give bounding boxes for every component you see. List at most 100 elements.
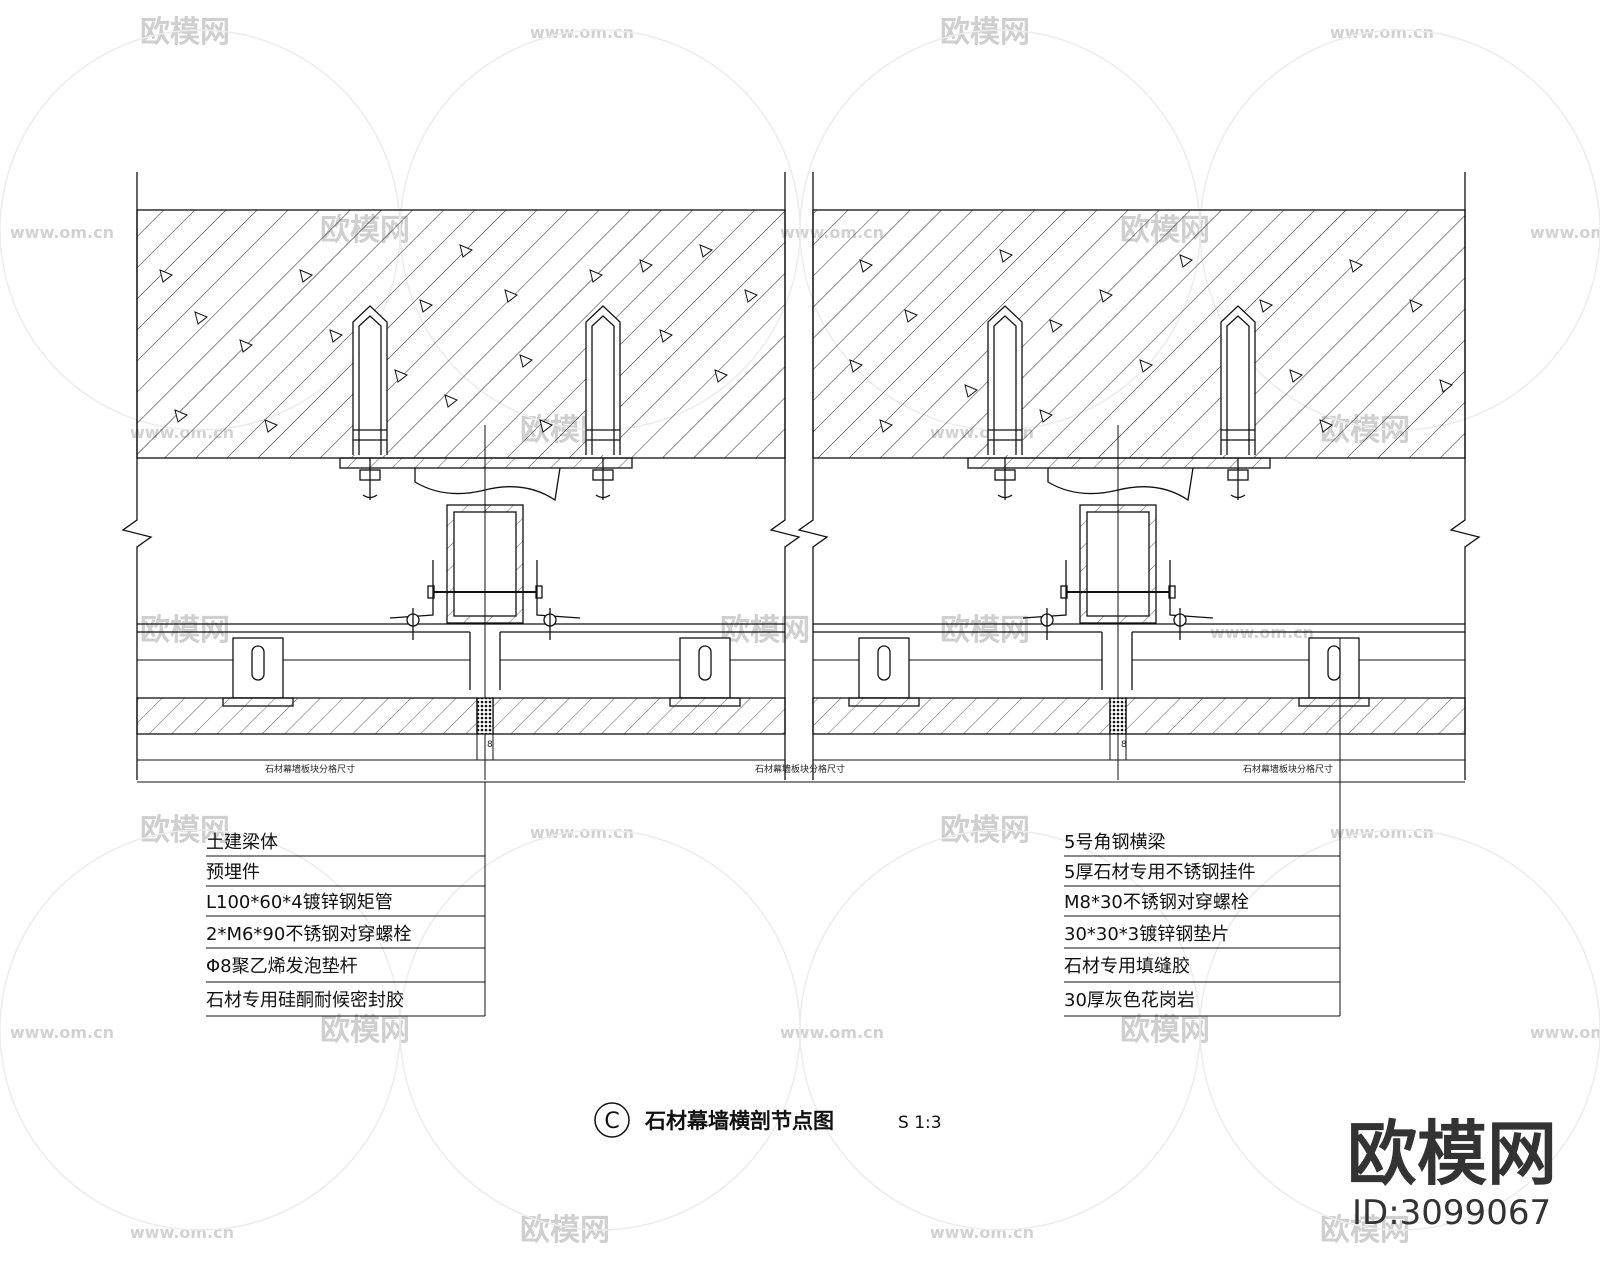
- anchor-bolt-inner: [591, 315, 615, 455]
- gap-dimension-right: 8: [1121, 740, 1127, 750]
- legend-left-item: 预埋件: [206, 862, 260, 883]
- anchor-bolt: [987, 305, 1023, 455]
- hanger-slot: [251, 645, 265, 681]
- aggregate-mark: [1349, 259, 1363, 273]
- embedded-plate: [339, 457, 633, 469]
- bolt-head: [1168, 585, 1176, 599]
- aggregate-mark: [1319, 419, 1333, 433]
- legend-left: 土建梁体 预埋件 L100*60*4镀锌钢矩管 2*M6*90不锈钢对穿螺栓 Φ…: [206, 832, 411, 1011]
- aggregate-mark: [539, 419, 553, 433]
- watermark-url: www.om.cn: [930, 1223, 1034, 1242]
- hanger-slot: [877, 645, 891, 681]
- sealant-joint: [1109, 697, 1127, 735]
- aggregate-mark: [849, 359, 863, 373]
- watermark-url: www.om.cn: [530, 23, 634, 42]
- panel-dimension-2: 石材幕墙板块分格尺寸: [755, 763, 845, 775]
- watermark-text: 欧模网: [1120, 1013, 1210, 1048]
- aggregate-mark: [1049, 319, 1063, 333]
- watermark-text: 欧模网: [720, 613, 810, 648]
- angle-steel: [1022, 560, 1067, 619]
- aggregate-mark: [174, 409, 188, 423]
- watermark-url: www.om.cn: [1530, 1023, 1600, 1042]
- boundary-line-right: [1449, 172, 1481, 780]
- aggregate-mark: [159, 269, 173, 283]
- watermark-url: www.om.cn: [10, 1023, 114, 1042]
- aggregate-mark: [699, 244, 713, 258]
- angle-steel: [536, 560, 581, 619]
- bracket: [1047, 467, 1194, 502]
- section-geometry: [121, 172, 1481, 1017]
- panel-dimension-3: 石材幕墙板块分格尺寸: [1243, 763, 1333, 775]
- aggregate-mark: [1439, 379, 1453, 393]
- aggregate-mark: [659, 329, 673, 343]
- aggregate-mark: [1099, 289, 1113, 303]
- aggregate-mark: [1039, 409, 1053, 423]
- granite-panel: [812, 697, 1111, 735]
- legend-left-item: Φ8聚乙烯发泡垫杆: [206, 956, 358, 977]
- aggregate-mark: [1289, 369, 1303, 383]
- aggregate-mark: [589, 269, 603, 283]
- aggregate-mark: [904, 309, 918, 323]
- aggregate-mark: [459, 244, 473, 258]
- gap-dimension-left: 8: [487, 740, 493, 750]
- watermark-text: 欧模网: [940, 15, 1030, 50]
- aggregate-mark: [239, 339, 253, 353]
- legend-right-item: 30*30*3镀锌钢垫片: [1064, 924, 1229, 945]
- anchor-bolt: [352, 305, 388, 455]
- aggregate-mark: [264, 419, 278, 433]
- drawing-scale: S 1:3: [898, 1113, 942, 1133]
- aggregate-mark: [394, 369, 408, 383]
- watermark-url: www.om.cn: [780, 1023, 884, 1042]
- legend-left-item: 2*M6*90不锈钢对穿螺栓: [206, 924, 411, 945]
- aggregate-mark: [1259, 299, 1273, 313]
- bolt-head: [535, 585, 543, 599]
- legend-right-item: 5厚石材专用不锈钢挂件: [1064, 862, 1255, 883]
- aggregate-mark: [444, 394, 458, 408]
- watermark-arc: [399, 829, 801, 1231]
- watermark-text: 欧模网: [140, 15, 230, 50]
- legend-right: 5号角钢横梁 5厚石材专用不锈钢挂件 M8*30不锈钢对穿螺栓 30*30*3镀…: [1064, 832, 1255, 1011]
- bolt-end: [595, 494, 611, 499]
- watermark-url: www.om.cn: [130, 1223, 234, 1242]
- aggregate-mark: [999, 249, 1013, 263]
- aggregate-mark: [714, 369, 728, 383]
- watermark-url: www.om.cn: [1530, 223, 1600, 242]
- brand-watermark: 欧模网: [1347, 1113, 1557, 1195]
- aggregate-mark: [194, 311, 208, 325]
- aggregate-mark: [519, 354, 533, 368]
- brand-id: ID:3099067: [1352, 1193, 1551, 1233]
- watermark-arc: [1199, 829, 1600, 1231]
- aggregate-mark: [1179, 254, 1193, 268]
- aggregate-mark: [744, 289, 758, 303]
- aggregate-mark: [879, 419, 893, 433]
- aggregate-mark: [419, 299, 433, 313]
- bolt-end: [1230, 494, 1246, 499]
- anchor-bolt-inner: [358, 315, 382, 455]
- granite-panel: [1125, 697, 1466, 735]
- watermark-text: 欧模网: [320, 1013, 410, 1048]
- aggregate-mark: [964, 384, 978, 398]
- watermark-url: www.om.cn: [10, 223, 114, 242]
- legend-right-item: 30厚灰色花岗岩: [1064, 990, 1195, 1011]
- angle-steel: [389, 560, 434, 619]
- panel-dimension-1: 石材幕墙板块分格尺寸: [265, 763, 355, 775]
- bolt-end: [997, 494, 1013, 499]
- watermark-url: www.om.cn: [1330, 23, 1434, 42]
- boundary-line-mid-left: [769, 172, 801, 780]
- legend-left-item: 土建梁体: [206, 832, 278, 853]
- bolt-head: [1060, 585, 1068, 599]
- hanger-slot: [698, 645, 712, 681]
- boundary-line-left: [121, 172, 153, 780]
- detail-marker-letter: C: [604, 1109, 619, 1134]
- legend-left-item: 石材专用硅酮耐候密封胶: [206, 990, 404, 1011]
- aggregate-mark: [329, 329, 343, 343]
- aggregate-mark: [1409, 299, 1423, 313]
- anchor-bolt-inner: [993, 315, 1017, 455]
- detail-marker-circle: [594, 1102, 630, 1138]
- legend-right-item: 5号角钢横梁: [1064, 832, 1165, 853]
- bracket: [414, 467, 561, 502]
- granite-panel: [492, 697, 786, 735]
- aggregate-mark: [639, 259, 653, 273]
- boundary-line-mid-right: [797, 172, 829, 780]
- angle-steel: [1169, 560, 1214, 619]
